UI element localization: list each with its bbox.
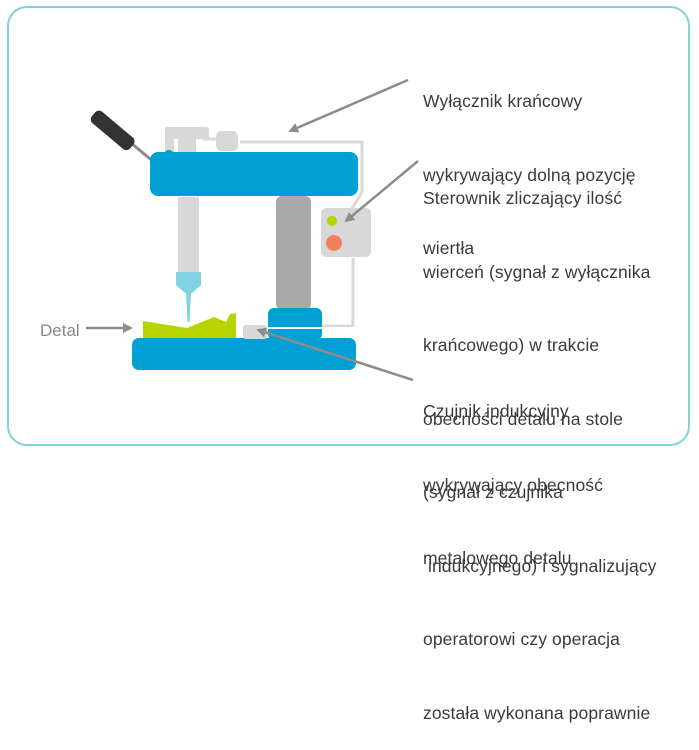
label-line: obecności detalu na stole: [423, 408, 623, 429]
label-line: wierceń (sygnał z wyłącznika: [423, 261, 651, 282]
label-line: wykrywający dolną pozycję: [423, 164, 636, 185]
limit-switch-housing: [165, 127, 209, 155]
label-detail: Detal: [40, 321, 80, 340]
label-line: krańcowego) w trakcie: [423, 335, 600, 355]
drill-quill: [178, 197, 199, 273]
label-line: metalowego detalu: [423, 548, 572, 568]
arrow-sensor: [256, 327, 414, 382]
label-line: Czujnik indukcyjny: [423, 401, 569, 421]
signal-light-red: [326, 235, 342, 251]
callout-arrows: [86, 78, 419, 382]
drill-press-diagram: [86, 78, 419, 382]
arrow-limit-switch: [288, 78, 409, 133]
controller-box: [321, 208, 371, 257]
label-line: została wykonana poprawnie: [423, 702, 651, 723]
limit-switch: [216, 131, 238, 151]
label-inductive-sensor: Czujnik indukcyjny wykrywający obecność …: [423, 350, 603, 595]
label-limit-switch: Wyłącznik krańcowy wykrywający dolną poz…: [423, 40, 636, 285]
handle-grip: [90, 110, 135, 151]
drill-head: [150, 152, 358, 196]
drill-chuck: [176, 272, 201, 293]
label-line: Sterownik zliczający ilość: [423, 188, 623, 208]
work-table: [132, 338, 356, 370]
arrow-controller: [344, 160, 419, 223]
drill-column: [276, 196, 311, 310]
diagram-frame: [7, 6, 690, 446]
label-line: wiertła: [423, 238, 475, 258]
column-base: [268, 308, 322, 340]
label-line: Wyłącznik krańcowy: [423, 91, 583, 111]
drill-bit: [186, 292, 191, 322]
limit-switch-wire: [240, 140, 364, 213]
workpiece: [143, 313, 236, 338]
label-line: wykrywający obecność: [423, 474, 603, 495]
label-line: operatorowi czy operacja: [423, 629, 620, 649]
signal-light-green: [327, 216, 337, 226]
